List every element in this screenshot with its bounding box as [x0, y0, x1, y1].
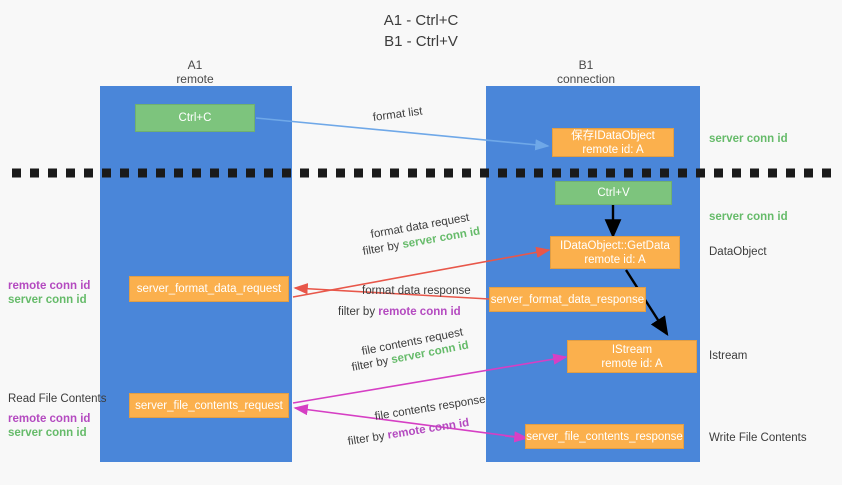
right-label-server-conn-id-mid: server conn id: [709, 211, 788, 223]
node-server-file-contents-response-label: server_file_contents_response: [526, 430, 683, 443]
node-ctrl-c[interactable]: Ctrl+C: [135, 104, 255, 132]
column-header-b1: B1 connection: [486, 58, 686, 86]
node-save-idataobject[interactable]: 保存IDataObject remote id: A: [552, 128, 674, 157]
node-istream-line2: remote id: A: [601, 357, 663, 370]
filter-prefix: filter by: [338, 306, 379, 318]
right-label-server-conn-id-top: server conn id: [709, 133, 788, 145]
title-line-1: A1 - Ctrl+C: [383, 12, 459, 29]
left-label-remote-conn-id-1: remote conn id: [8, 280, 91, 292]
column-a1-sub: remote: [176, 72, 214, 86]
node-save-idataobject-line1: 保存IDataObject: [571, 129, 655, 142]
edge-filter-format-data-response: filter by remote conn id: [338, 305, 461, 320]
column-a1-name: A1: [187, 58, 203, 72]
left-label-read-file-contents: Read File Contents: [8, 393, 107, 405]
node-server-format-data-request-label: server_format_data_request: [136, 283, 282, 295]
edge-filter-file-contents-response: filter by remote conn id: [347, 416, 471, 450]
title-line-2: B1 - Ctrl+V: [384, 33, 458, 50]
node-server-file-contents-response[interactable]: server_file_contents_response: [525, 424, 684, 449]
edge-label-format-data-response: format data response: [362, 285, 471, 297]
node-server-format-data-response[interactable]: server_format_data_response: [489, 287, 646, 312]
node-istream-line1: IStream: [611, 343, 653, 356]
node-ctrl-v-label: Ctrl+V: [597, 187, 630, 199]
left-label-server-conn-id-2: server conn id: [8, 427, 87, 439]
right-label-istream: Istream: [709, 350, 748, 362]
edge-label-format-list: format list: [372, 105, 424, 124]
node-server-file-contents-request-label: server_file_contents_request: [135, 399, 283, 412]
filter-value: remote conn id: [378, 306, 461, 318]
filter-prefix: filter by: [346, 429, 389, 448]
diagram-title: A1 - Ctrl+C B1 - Ctrl+V: [0, 10, 842, 52]
column-b1-sub: connection: [556, 72, 616, 86]
node-idataobject-getdata[interactable]: IDataObject::GetData remote id: A: [550, 236, 680, 269]
left-label-remote-conn-id-2: remote conn id: [8, 413, 91, 425]
node-istream[interactable]: IStream remote id: A: [567, 340, 697, 373]
column-b1-name: B1: [578, 58, 594, 72]
right-label-write-file-contents: Write File Contents: [709, 432, 807, 444]
node-server-format-data-request[interactable]: server_format_data_request: [129, 276, 289, 302]
edge-label-file-contents-response: file contents response: [373, 393, 487, 423]
node-server-file-contents-request[interactable]: server_file_contents_request: [129, 393, 289, 418]
node-getdata-line1: IDataObject::GetData: [560, 239, 670, 252]
node-server-format-data-response-label: server_format_data_response: [490, 293, 645, 306]
node-save-idataobject-line2: remote id: A: [582, 143, 644, 156]
node-ctrl-c-label: Ctrl+C: [178, 112, 212, 124]
filter-prefix: filter by: [350, 354, 393, 374]
right-label-dataobject: DataObject: [709, 246, 767, 258]
node-ctrl-v[interactable]: Ctrl+V: [555, 181, 672, 205]
column-header-a1: A1 remote: [95, 58, 295, 86]
left-label-server-conn-id-1: server conn id: [8, 294, 87, 306]
filter-prefix: filter by: [361, 239, 404, 258]
node-getdata-line2: remote id: A: [584, 253, 646, 266]
